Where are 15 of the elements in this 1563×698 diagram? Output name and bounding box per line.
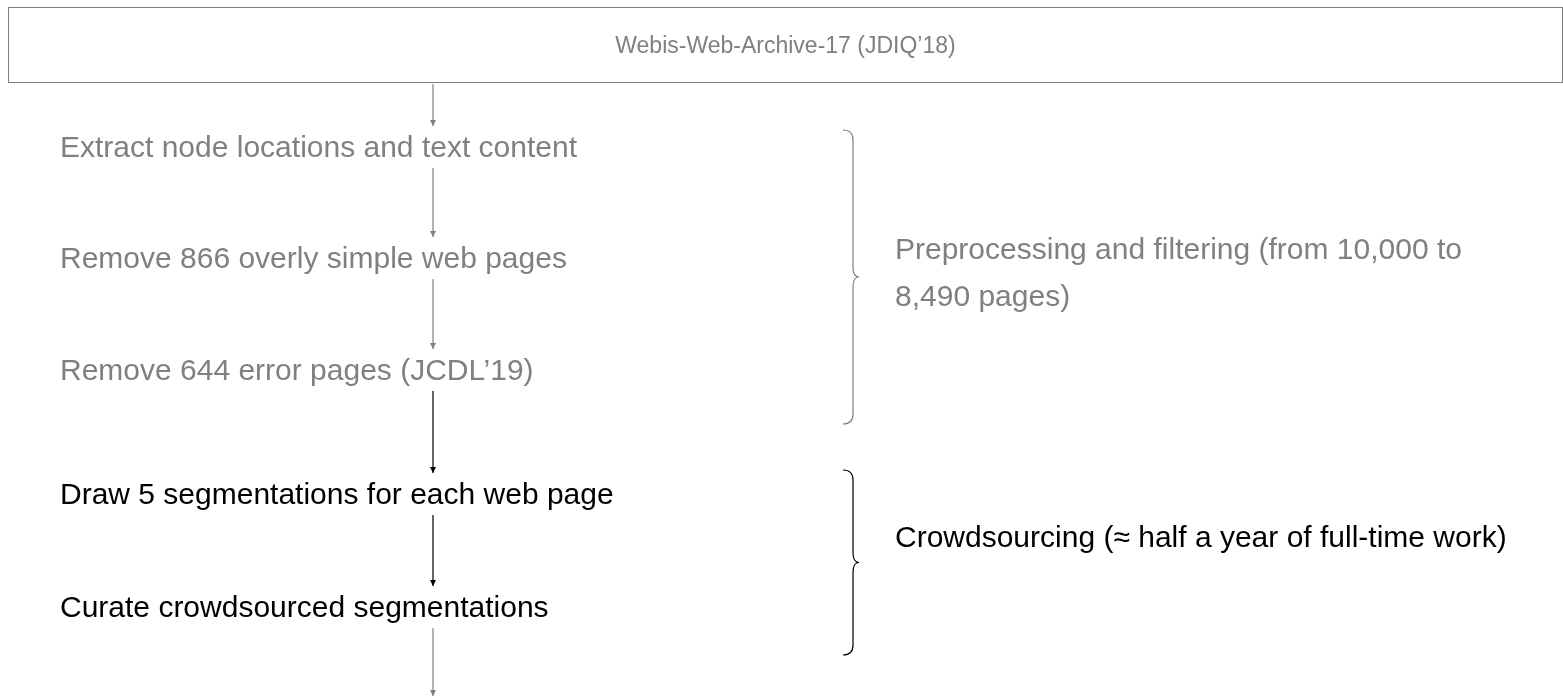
arrow (430, 514, 436, 587)
step-text: Draw 5 segmentations for each web page (60, 474, 614, 514)
source-title: Webis-Web-Archive-17 (JDIQ’18) (615, 31, 956, 59)
group-note: Preprocessing and filtering (from 10,000 to 8,490 pages) (895, 231, 1463, 314)
step-text: Extract node locations and text content (60, 127, 577, 167)
arrow (430, 83, 436, 127)
source-box (8, 7, 1563, 83)
step-text: Curate crowdsourced segmentations (60, 587, 549, 627)
arrow (430, 390, 436, 474)
arrow (430, 627, 436, 697)
step-text: Remove 866 overly simple web pages (60, 238, 567, 278)
arrow (430, 167, 436, 238)
step-text: Remove 644 error pages (JCDL’19) (60, 350, 534, 390)
group-note: Crowdsourcing (≈ half a year of full-time work) (895, 519, 1508, 555)
arrow (430, 278, 436, 350)
